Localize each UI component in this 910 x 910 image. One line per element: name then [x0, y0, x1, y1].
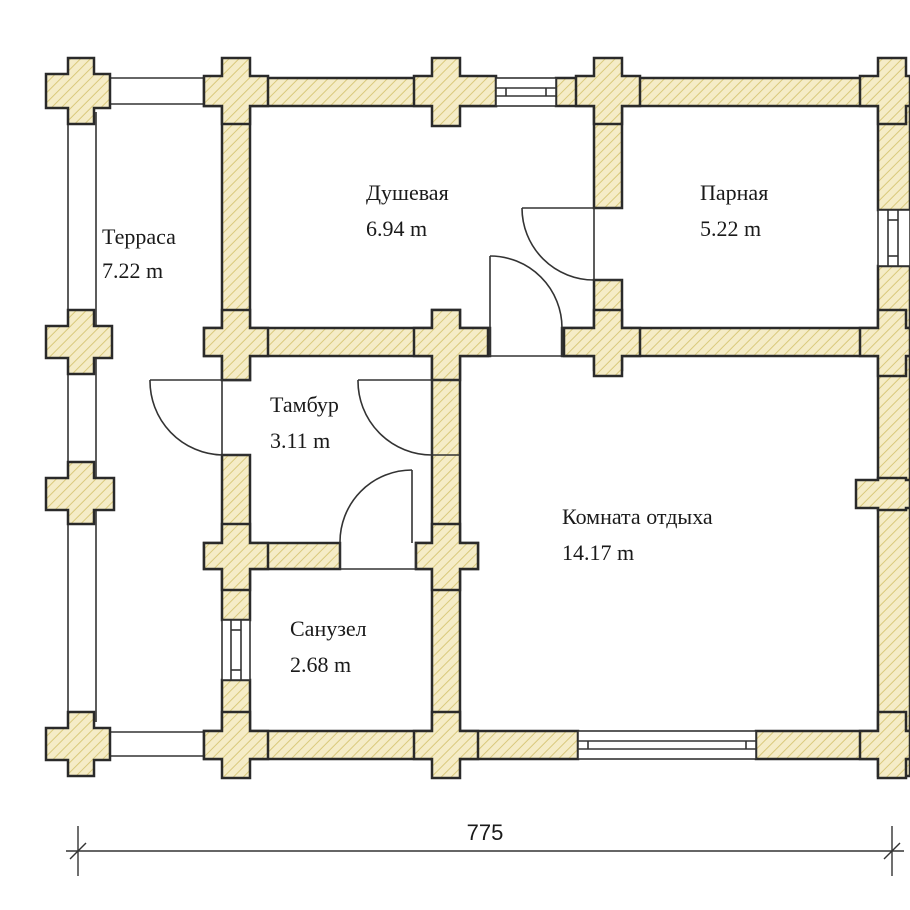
post-terrace-bottom — [44, 710, 112, 778]
dimension-tick-left — [69, 842, 87, 860]
room-name-terrace: Терраса — [102, 224, 176, 249]
dimension-label: 775 — [467, 820, 504, 845]
room-area-vestibule: 3.11 m — [270, 428, 330, 453]
post-top-left-corner — [202, 56, 270, 126]
room-name-vestibule: Тамбур — [270, 392, 339, 417]
post-middle-steam — [562, 308, 642, 378]
window-right — [877, 209, 910, 267]
post-top-middle — [412, 56, 498, 128]
room-area-rest: 14.17 m — [562, 540, 634, 565]
dimension-tick-right — [883, 842, 901, 860]
door-shower-steam — [521, 207, 622, 281]
post-right-mid — [854, 476, 910, 512]
room-area-shower: 6.94 m — [366, 216, 427, 241]
window-bottom — [577, 730, 757, 760]
post-middle-right — [858, 308, 910, 378]
post-top-right — [858, 56, 910, 126]
room-labels: Терраса 7.22 m Душевая 6.94 m Парная 5.2… — [102, 180, 768, 677]
room-name-rest: Комната отдыха — [562, 504, 713, 529]
post-bath-center — [414, 522, 480, 592]
windows — [221, 77, 910, 760]
door-terrace-vestibule — [149, 379, 250, 456]
door-vestibule-rest — [357, 379, 460, 456]
room-name-bathroom: Санузел — [290, 616, 367, 641]
room-area-terrace: 7.22 m — [102, 258, 163, 283]
room-area-steam: 5.22 m — [700, 216, 761, 241]
cross-posts — [44, 56, 910, 780]
post-middle-center — [412, 308, 490, 382]
post-terrace-top — [44, 56, 112, 126]
dimension-width: 775 — [66, 820, 904, 876]
window-top — [495, 77, 557, 107]
post-bottom-left — [202, 710, 270, 780]
post-middle-left — [202, 308, 270, 382]
room-name-shower: Душевая — [366, 180, 449, 205]
doors — [149, 207, 622, 570]
post-bath-left — [202, 522, 270, 592]
door-shower-rest — [489, 255, 563, 357]
post-bottom-right — [858, 710, 910, 780]
post-top-steam — [574, 56, 642, 126]
post-terrace-mid2 — [44, 460, 116, 526]
room-name-steam: Парная — [700, 180, 768, 205]
terrace-railings — [67, 77, 206, 757]
post-terrace-mid1 — [44, 308, 114, 376]
post-bottom-center — [412, 710, 480, 780]
window-bath — [221, 619, 251, 681]
door-vestibule-bath — [339, 469, 417, 570]
room-area-bathroom: 2.68 m — [290, 652, 351, 677]
